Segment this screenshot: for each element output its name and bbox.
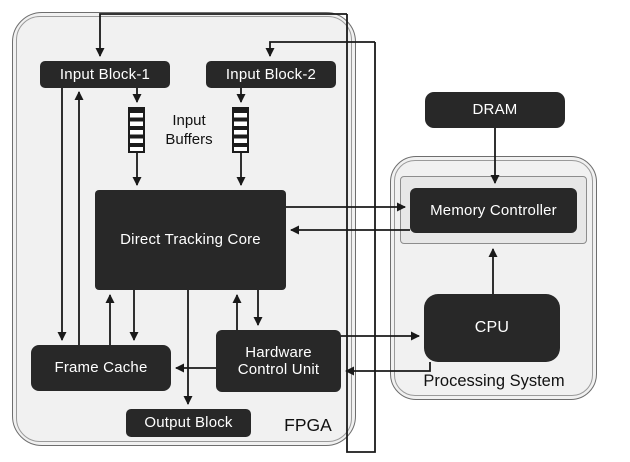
input-buffer-2-icon (232, 107, 249, 153)
fpga-label: FPGA (284, 415, 332, 435)
input-buffer-1-icon (128, 107, 145, 153)
output-block: Output Block (126, 409, 251, 437)
input-block-1: Input Block-1 (40, 61, 170, 88)
input-block-2: Input Block-2 (206, 61, 336, 88)
input-buffers-label: Input Buffers (165, 112, 213, 148)
direct-tracking-core: Direct Tracking Core (95, 190, 286, 290)
processing-system-label: Processing System (423, 372, 565, 390)
hardware-control-unit: Hardware Control Unit (216, 330, 341, 392)
frame-cache: Frame Cache (31, 345, 171, 391)
cpu: CPU (424, 294, 560, 362)
dram: DRAM (425, 92, 565, 128)
memory-controller: Memory Controller (410, 188, 577, 233)
